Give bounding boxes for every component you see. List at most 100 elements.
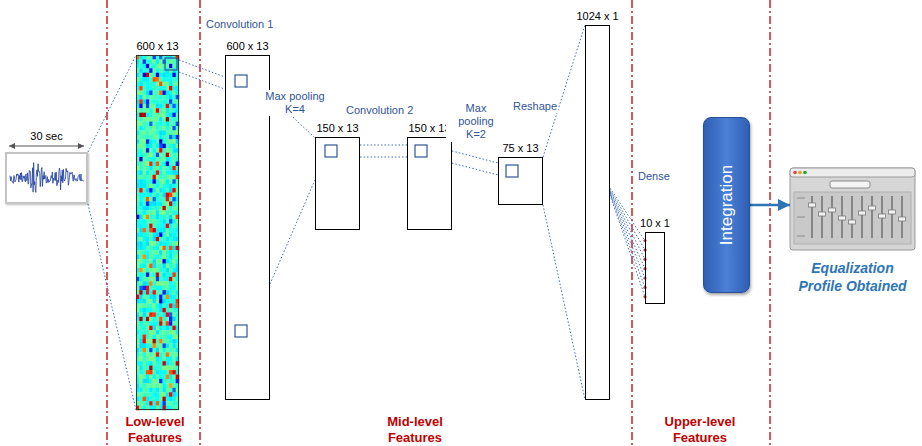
spectrogram-cell [143,162,147,167]
spectrogram-cell [143,175,147,180]
spectrogram-cell [143,82,147,87]
spectrogram-cell [143,210,147,215]
spectrogram-cell [169,206,173,211]
spectrogram-cell [149,339,153,344]
spectrogram-cell [162,82,166,87]
spectrogram-cell [139,290,143,295]
spectrogram-cell [162,201,166,206]
spectrogram-cell [169,117,173,122]
spectrogram-cell [146,188,150,193]
spectrogram-cell [149,259,153,264]
spectrogram-cell [166,86,170,91]
spectrogram-cell [156,264,160,269]
spectrogram-cell [159,228,163,233]
spectrogram-cell [146,126,150,131]
spectrogram-cell [153,206,157,211]
spectrogram-cell [172,166,176,171]
spectrogram-cell [159,117,163,122]
spectrogram-cell [169,264,173,269]
spectrogram-cell [149,330,153,335]
spectrogram-cell [156,281,160,286]
scale-tick [797,198,805,199]
spectrogram-cell [169,108,173,113]
spectrogram-cell [159,215,163,220]
spectrogram-cell [149,170,153,175]
spectrogram-cell [139,179,143,184]
spectrogram-cell [153,392,157,397]
spectrogram-cell [156,113,160,118]
spectrogram-cell [139,361,143,366]
spectrogram-cell [143,286,147,291]
spectrogram-cell [169,82,173,87]
spectrogram-cell [143,104,147,109]
reshape-vector: 1024 x 1 [585,25,610,400]
spectrogram-cell [162,383,166,388]
spectrogram-cell [139,312,143,317]
spectrogram-cell [153,130,157,135]
spectrogram-cell [153,326,157,331]
operation-label: Convolution 1 [205,18,274,31]
section-divider [107,0,770,446]
spectrogram-cell [162,237,166,242]
spectrogram-cell [159,392,163,397]
spectrogram-cell [143,139,147,144]
spectrogram-cell [156,233,160,238]
spectrogram-cell [172,397,176,402]
spectrogram-cell [146,339,150,344]
spectrogram-cell [159,259,163,264]
spectrogram-cell [153,117,157,122]
spectrogram-cell [153,64,157,69]
spectrogram-cell [146,117,150,122]
spectrogram-cell [149,153,153,158]
spectrogram-cell [172,317,176,322]
spectrogram-cell [172,281,176,286]
spectrogram-cell [172,148,176,153]
spectrogram-cell [139,104,143,109]
spectrogram-cell [172,162,176,167]
spectrogram-cell [156,268,160,273]
spectrogram-cell [156,339,160,344]
spectrogram-cell [146,219,150,224]
spectrogram-cell [143,321,147,326]
spectrogram-cell [156,86,160,91]
spectrogram-cell [159,193,163,198]
spectrogram-cell [143,255,147,260]
spectrogram-cell [156,144,160,149]
spectrogram-cell [149,392,153,397]
spectrogram-cell [149,233,153,238]
spectrogram-cell [139,144,143,149]
spectrogram-cell [153,237,157,242]
spectrogram-cell [156,206,160,211]
spectrogram-cell [139,201,143,206]
slider-track [891,196,893,238]
spectrogram-cell [159,388,163,393]
spectrogram-cell [149,64,153,69]
spectrogram-cell [162,130,166,135]
spectrogram-cell [139,241,143,246]
spectrogram-cell [146,259,150,264]
spectrogram-cell [156,370,160,375]
spectrogram-cell [159,255,163,260]
spectrogram-cell [149,343,153,348]
spectrogram-cell [169,113,173,118]
spectrogram-cell [169,397,173,402]
spectrogram-cell [162,330,166,335]
spectrogram-cell [146,86,150,91]
receptive-field-square [165,58,518,337]
spectrogram-cell [162,210,166,215]
spectrogram-cell [172,375,176,380]
spectrogram-cell [139,99,143,104]
spectrogram-cell [159,383,163,388]
spectrogram-cell [172,197,176,202]
spectrogram-cell [159,130,163,135]
spectrogram-cell [143,59,147,64]
section-label: Upper-level Features [650,414,750,445]
spectrogram-cell [166,321,170,326]
spectrogram-cell [156,139,160,144]
spectrogram-cell [153,343,157,348]
spectrogram-cell [162,339,166,344]
spectrogram-cell [169,91,173,96]
spectrogram-cell [153,312,157,317]
equalizer-image: Equalization Profile Obtained [790,168,915,250]
spectrogram-cell [159,272,163,277]
